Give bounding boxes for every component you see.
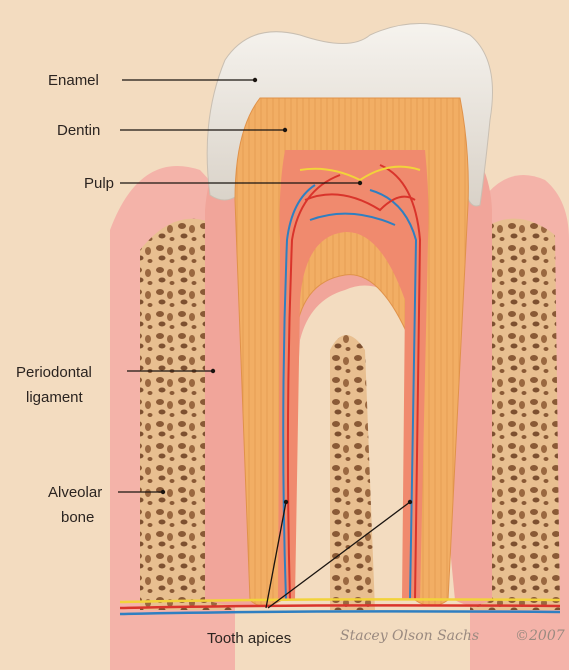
label-periodontal-line2: ligament [26,389,84,406]
alveolar-dot [161,490,165,494]
label-alveolar-line1: Alveolar [48,484,102,501]
label-tooth-apices: Tooth apices [207,630,291,647]
label-pulp: Pulp [84,175,114,192]
label-alveolar-line2: bone [61,509,94,526]
dentin-dot [283,128,287,132]
apex-dot-right [408,500,412,504]
label-periodontal-line1: Periodontal [16,364,92,381]
artist-signature: Stacey Olson Sachs [340,628,479,644]
label-dentin: Dentin [57,122,100,139]
label-enamel: Enamel [48,72,99,89]
pulp-dot [358,181,362,185]
periodontal-dot [211,369,215,373]
enamel-dot [253,78,257,82]
apex-dot-left [284,500,288,504]
copyright-mark: ©2007 [515,628,565,644]
